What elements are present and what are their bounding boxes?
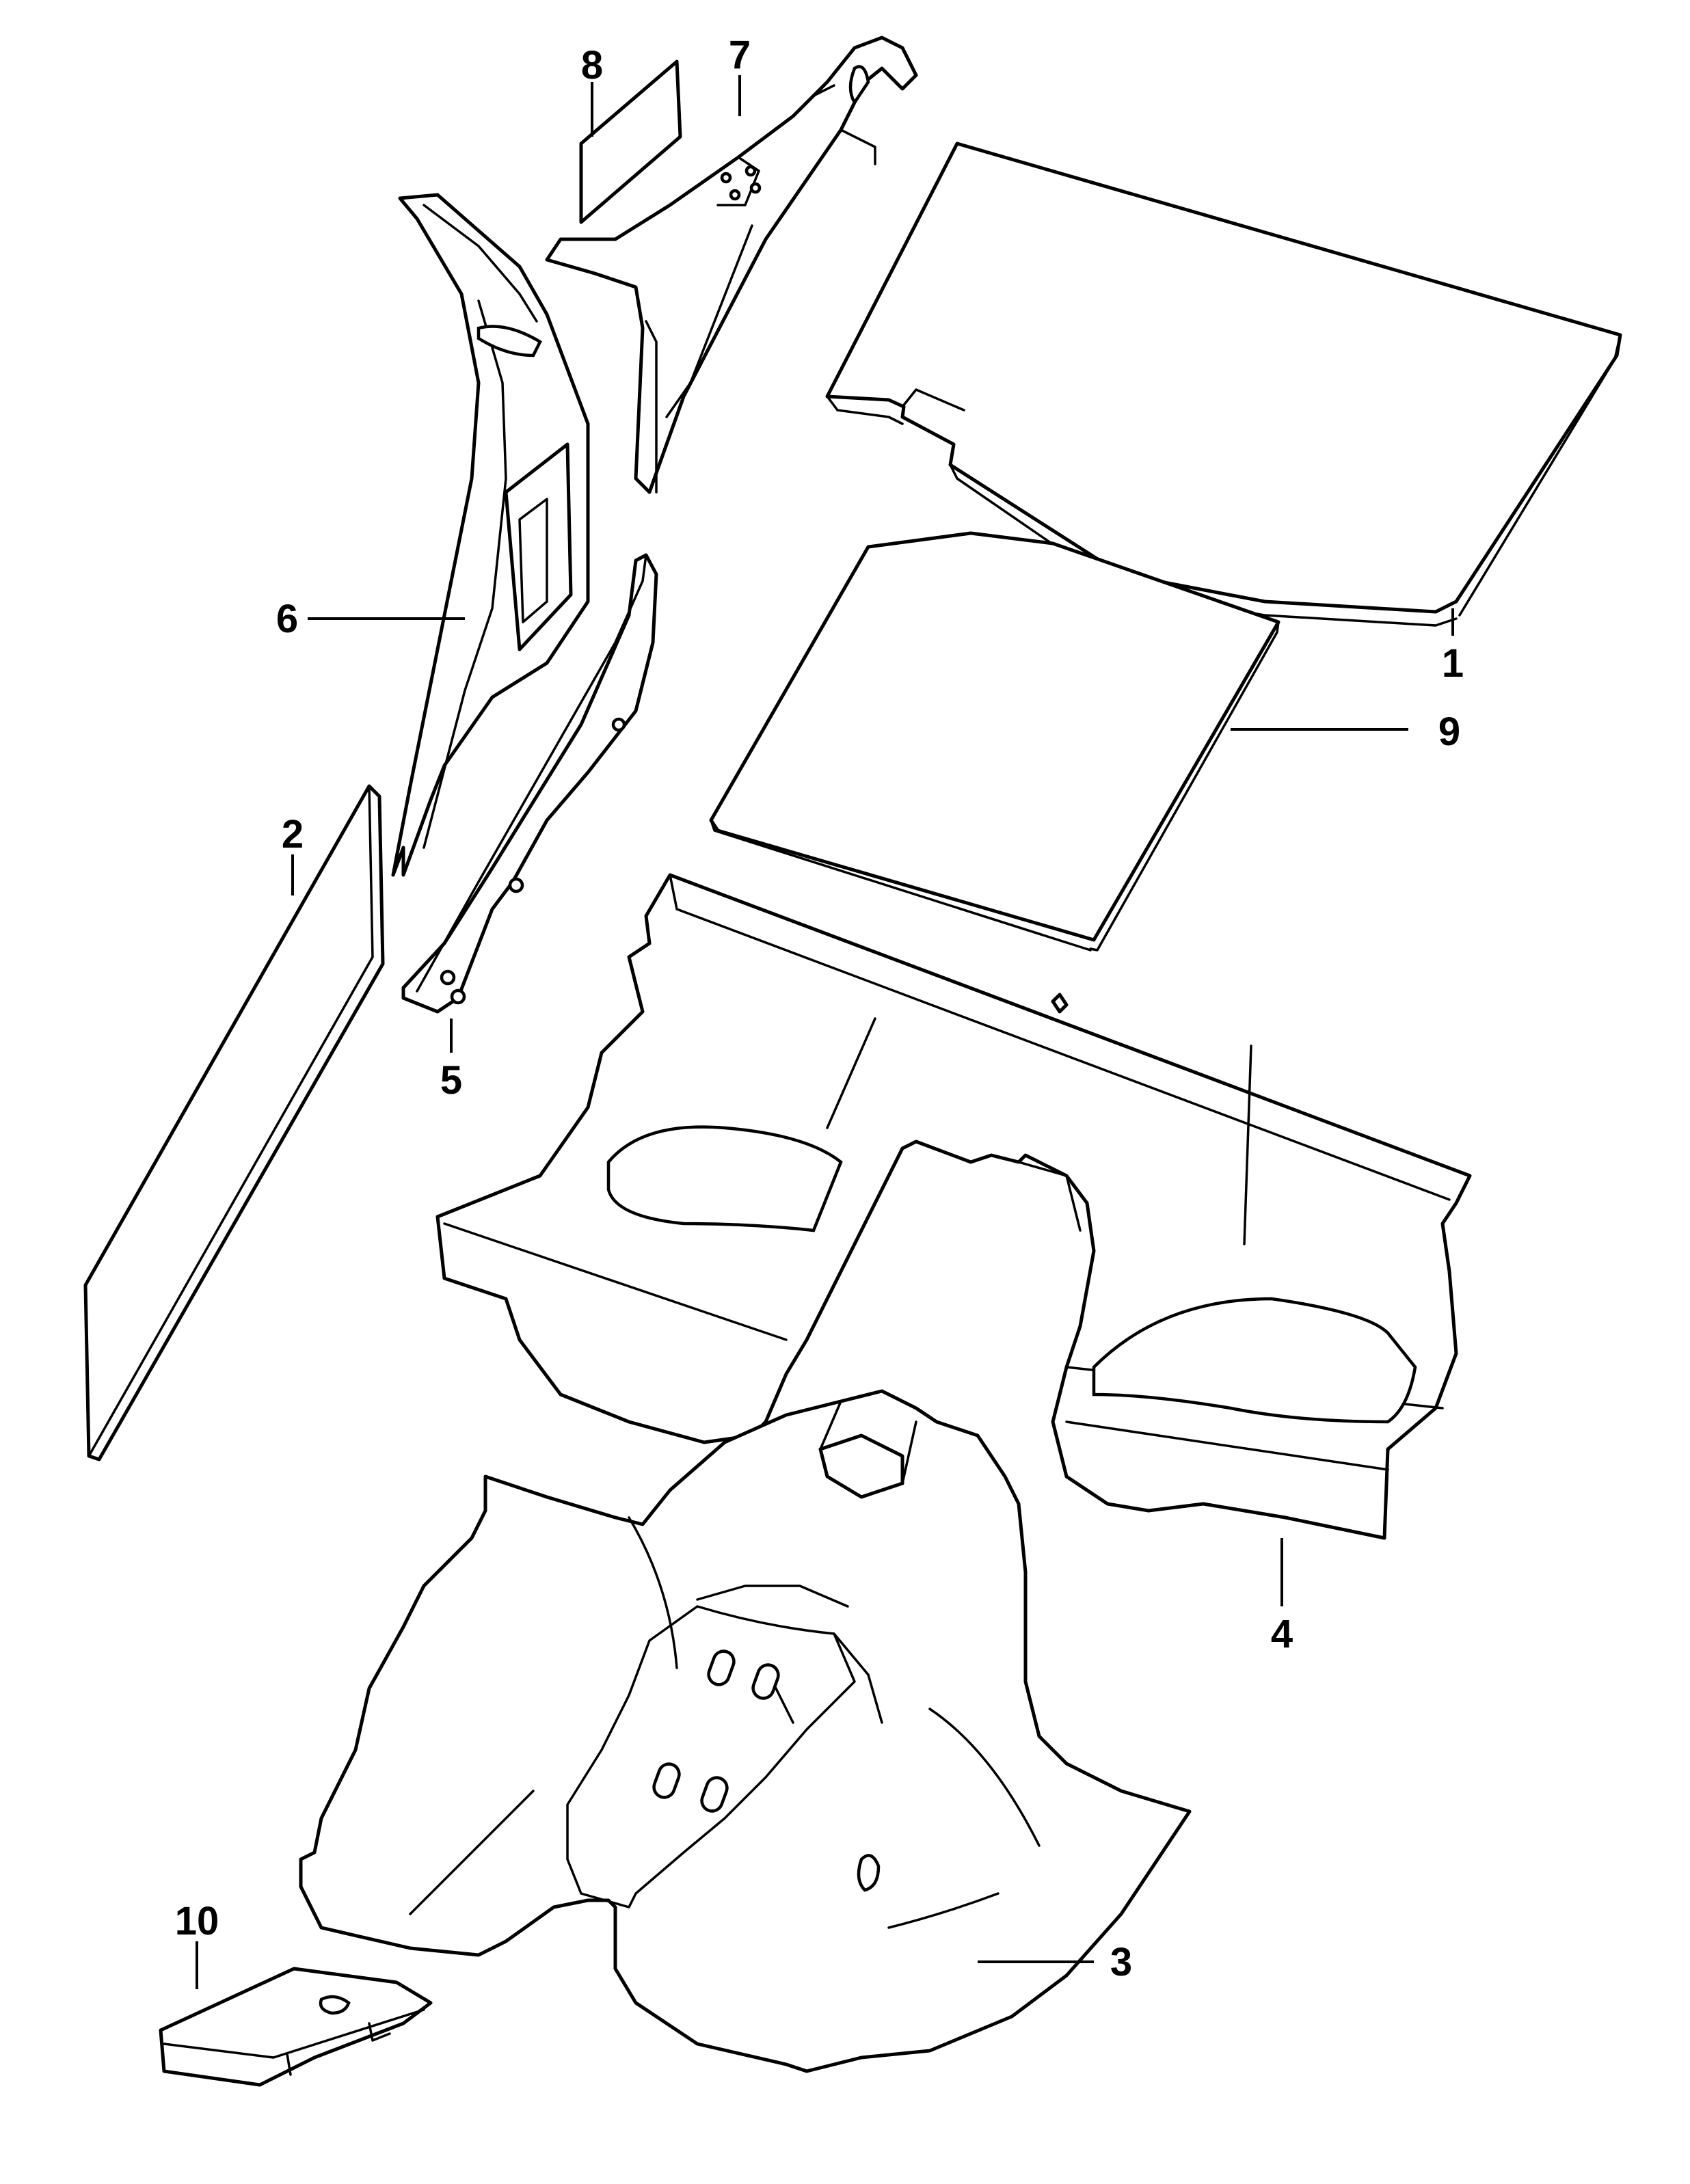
callout-1: 1: [1442, 641, 1464, 686]
part-4-rear-tray: [435, 873, 1472, 1540]
callout-7: 7: [729, 33, 751, 77]
leader-lines: [196, 75, 1454, 1989]
callout-6: 6: [276, 597, 298, 641]
part-9-mat: [709, 531, 1280, 952]
callout-3: 3: [1110, 1940, 1132, 1984]
callout-5: 5: [440, 1058, 462, 1103]
part-3-front-floor: [299, 1389, 1192, 2073]
part-2-board: [83, 784, 385, 1461]
callout-labels: 1 2 3 4 5 6 7 8 9 10: [175, 33, 1464, 1984]
part-8-label-sticker: [579, 59, 682, 224]
part-7-pillar-trim: [545, 36, 918, 494]
callout-8: 8: [581, 43, 603, 87]
part-5-trim-strip: [401, 553, 658, 1014]
callout-4: 4: [1271, 1612, 1293, 1656]
callout-2: 2: [282, 812, 304, 857]
part-1-panel: [825, 141, 1622, 627]
part-6-side-trim: [391, 193, 590, 877]
part-10-bracket: [159, 1967, 433, 2087]
callout-9: 9: [1438, 710, 1460, 754]
callout-10: 10: [175, 1899, 219, 1943]
